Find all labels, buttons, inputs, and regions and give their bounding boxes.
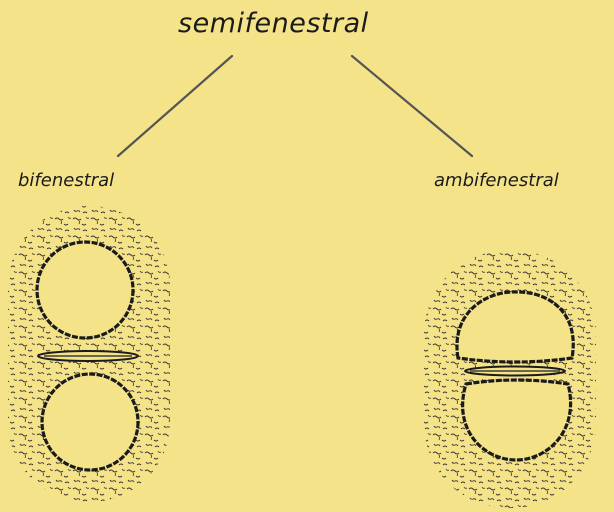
bifenestral-figure bbox=[8, 206, 170, 502]
connector-left bbox=[118, 56, 232, 156]
ambifenestral-label: ambifenestral bbox=[434, 170, 559, 191]
bifenestral-upper-opening bbox=[37, 242, 133, 338]
ambifenestral-figure bbox=[424, 250, 596, 508]
bifenestral-lower-opening bbox=[42, 374, 138, 470]
root-label: semifenestral bbox=[178, 8, 369, 39]
ambifenestral-halo bbox=[424, 250, 596, 508]
bifenestral-label: bifenestral bbox=[18, 170, 114, 191]
connector-right bbox=[352, 56, 472, 156]
